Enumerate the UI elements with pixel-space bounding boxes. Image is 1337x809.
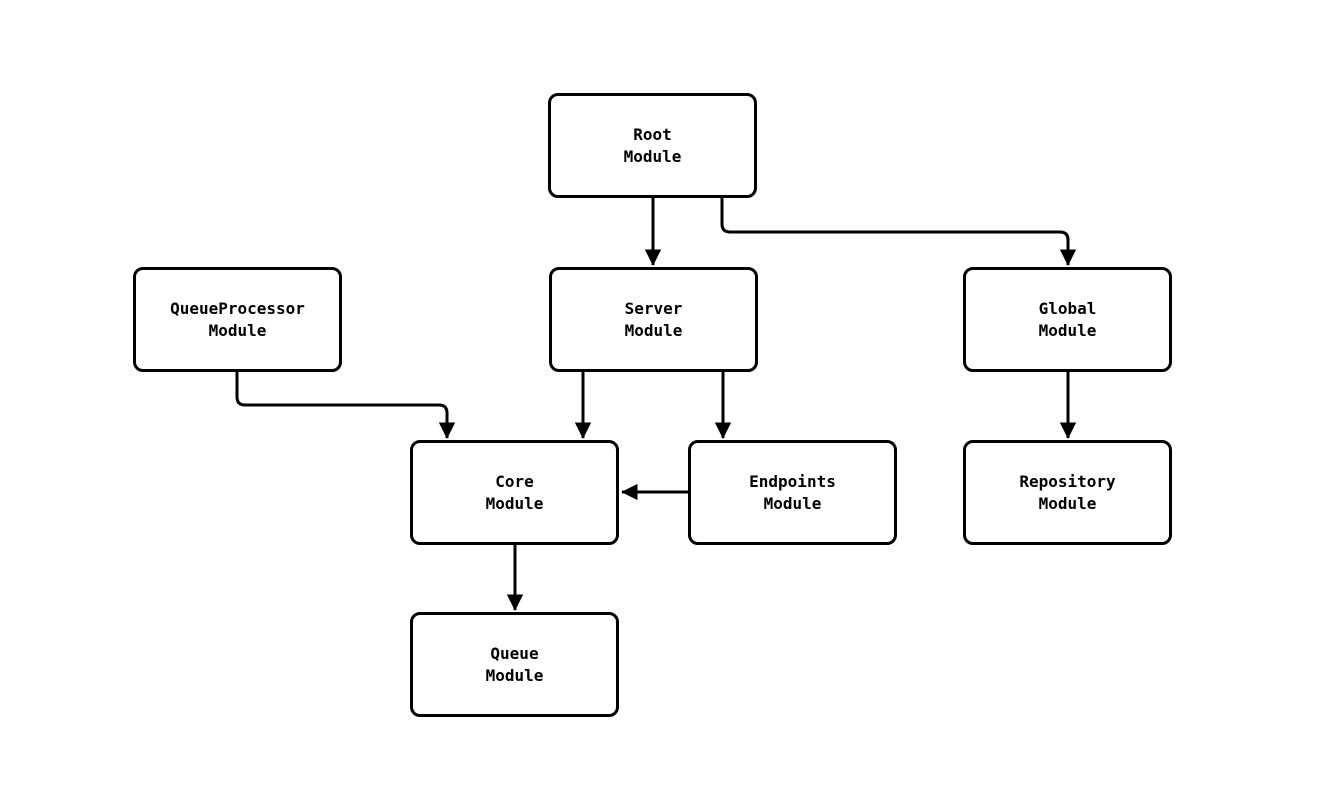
node-repository-module: Repository Module [963, 440, 1172, 545]
node-queue-module: Queue Module [410, 612, 619, 717]
node-core-module: Core Module [410, 440, 619, 545]
node-server-module: Server Module [549, 267, 758, 372]
node-endpoints-module: Endpoints Module [688, 440, 897, 545]
edge-queueprocessor-to-core-arrow [235, 372, 456, 439]
edge-root-to-global-arrow [720, 198, 1077, 266]
node-queueprocessor-module: QueueProcessor Module [133, 267, 342, 372]
node-global-module: Global Module [963, 267, 1172, 372]
node-root-module: Root Module [548, 93, 757, 198]
